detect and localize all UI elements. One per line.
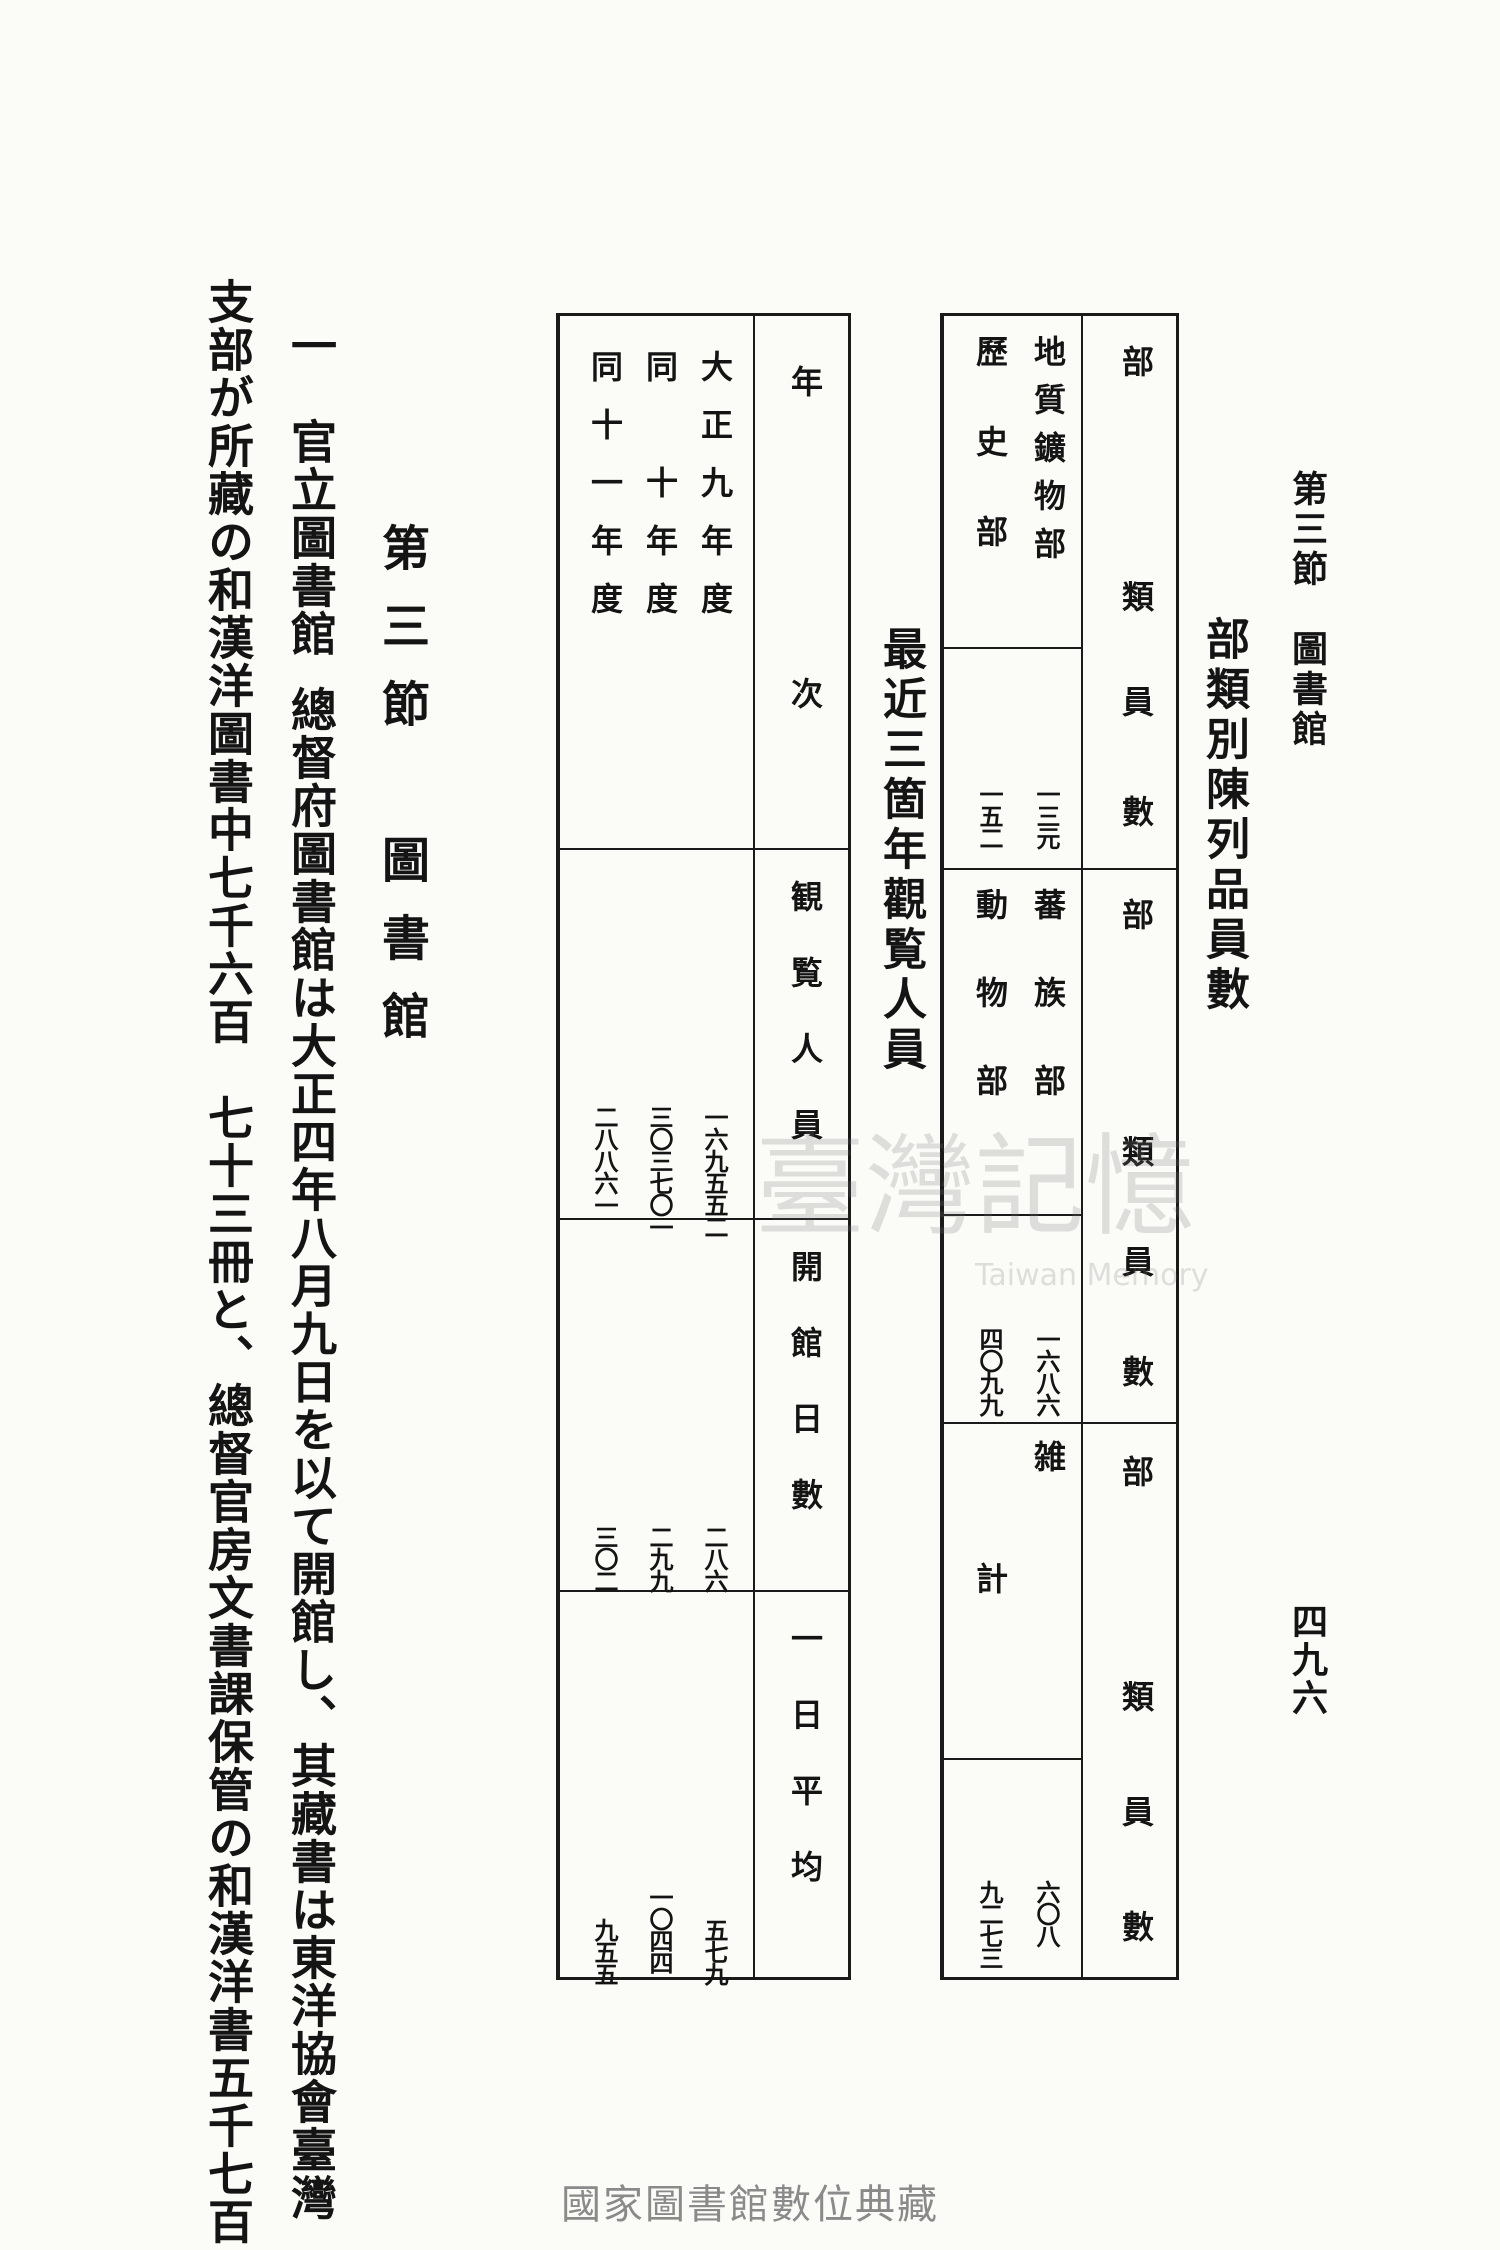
t1-header-rui-3: 類 [1117, 1680, 1155, 1720]
t1-header-in-2: 員 [1117, 1245, 1155, 1285]
table1-title: 部類別陳列品員數 [1198, 616, 1249, 1016]
t2-row0-visitors: 一六九五五二 [700, 1105, 729, 1237]
t2-header-avg: 一日平均 [786, 1622, 824, 1926]
t1-a-count-1: 一五二 [975, 782, 1004, 848]
t1-header-bu-2: 部 [1117, 898, 1155, 938]
t2-row1-visitors: 三〇三七〇一 [645, 1105, 674, 1237]
t1-c-name-0: 雑 [1029, 1440, 1067, 1472]
t2-row0-days: 二八六 [700, 1525, 729, 1591]
t2-header-visitors: 観覧人員 [786, 880, 824, 1184]
t1-a-count-0: 一三元 [1032, 782, 1061, 848]
t1-b-count-1: 四〇九九 [975, 1327, 1004, 1415]
t1-c-count-0: 六〇八 [1032, 1880, 1061, 1946]
body-line-1: 總督府圖書館は大正四年八月九日を以て開館し、其藏書は東洋協會臺灣 [284, 686, 338, 2222]
t1-b-count-0: 一六八六 [1032, 1327, 1061, 1415]
t1-b-name-1: 動物部 [971, 888, 1009, 1152]
t2-row0-year: 大正九年度 [696, 350, 734, 640]
body-column-1: 一 官立圖書館總督府圖書館は大正四年八月九日を以て開館し、其藏書は東洋協會臺灣 [284, 322, 338, 2222]
t2-row2-avg: 九五五 [590, 1918, 619, 1984]
watermark-text: 臺灣記憶 [755, 1123, 1195, 1251]
t2-row1-days: 二九九 [645, 1525, 674, 1591]
table2-title: 最近三箇年觀覧人員 [875, 626, 926, 1076]
footer-archive-label: 國家圖書館數位典藏 [561, 2182, 939, 2228]
t2-row2-days: 三〇二 [590, 1525, 619, 1591]
t1-header-in-3: 員 [1117, 1795, 1155, 1835]
t1-header-rui-2: 類 [1117, 1135, 1155, 1175]
t2-row1-year: 同 十年度 [641, 350, 679, 640]
t1-header-su-2: 數 [1117, 1355, 1155, 1395]
watermark-sub: Taiwan Memory [974, 1258, 1209, 1293]
t2-header-days: 開館日數 [786, 1250, 824, 1554]
t2-row1-avg: 一〇四四 [645, 1885, 674, 1973]
t1-b-name-0: 蕃族部 [1029, 888, 1067, 1152]
t1-a-name-0: 地質鑛物部 [1029, 335, 1067, 575]
t1-a-name-1: 歷史部 [971, 335, 1009, 605]
t2-row0-avg: 五七九 [700, 1918, 729, 1984]
t1-c-count-1: 九二七三 [975, 1880, 1004, 1968]
t1-header-in: 員 [1117, 685, 1155, 725]
page-number: 四九六 [1286, 1603, 1328, 1717]
section-title: 第三節 圖書館 [373, 523, 429, 1069]
t2-header-year: 年次 [786, 365, 824, 989]
subsection-heading: 一 官立圖書館 [284, 322, 338, 658]
t1-header-bu: 部 [1117, 345, 1155, 385]
t1-header-su-3: 數 [1117, 1910, 1155, 1950]
t1-header-rui: 類 [1117, 580, 1155, 620]
running-head: 第三節 圖書館 [1286, 470, 1328, 750]
t2-row2-year: 同十一年度 [586, 350, 624, 640]
body-column-2: 支部が所藏の和漢洋圖書中七千六百 七十三冊と、總督官房文書課保管の和漢洋書五千七… [201, 278, 255, 2246]
t1-header-su: 數 [1117, 795, 1155, 835]
t1-header-bu-3: 部 [1117, 1455, 1155, 1495]
t1-c-name-1: 計 [971, 1562, 1009, 1594]
taiwan-memory-watermark: 臺灣記憶 Taiwan Memory [755, 1123, 1209, 1293]
t2-row2-visitors: 二八八六一 [590, 1105, 619, 1215]
